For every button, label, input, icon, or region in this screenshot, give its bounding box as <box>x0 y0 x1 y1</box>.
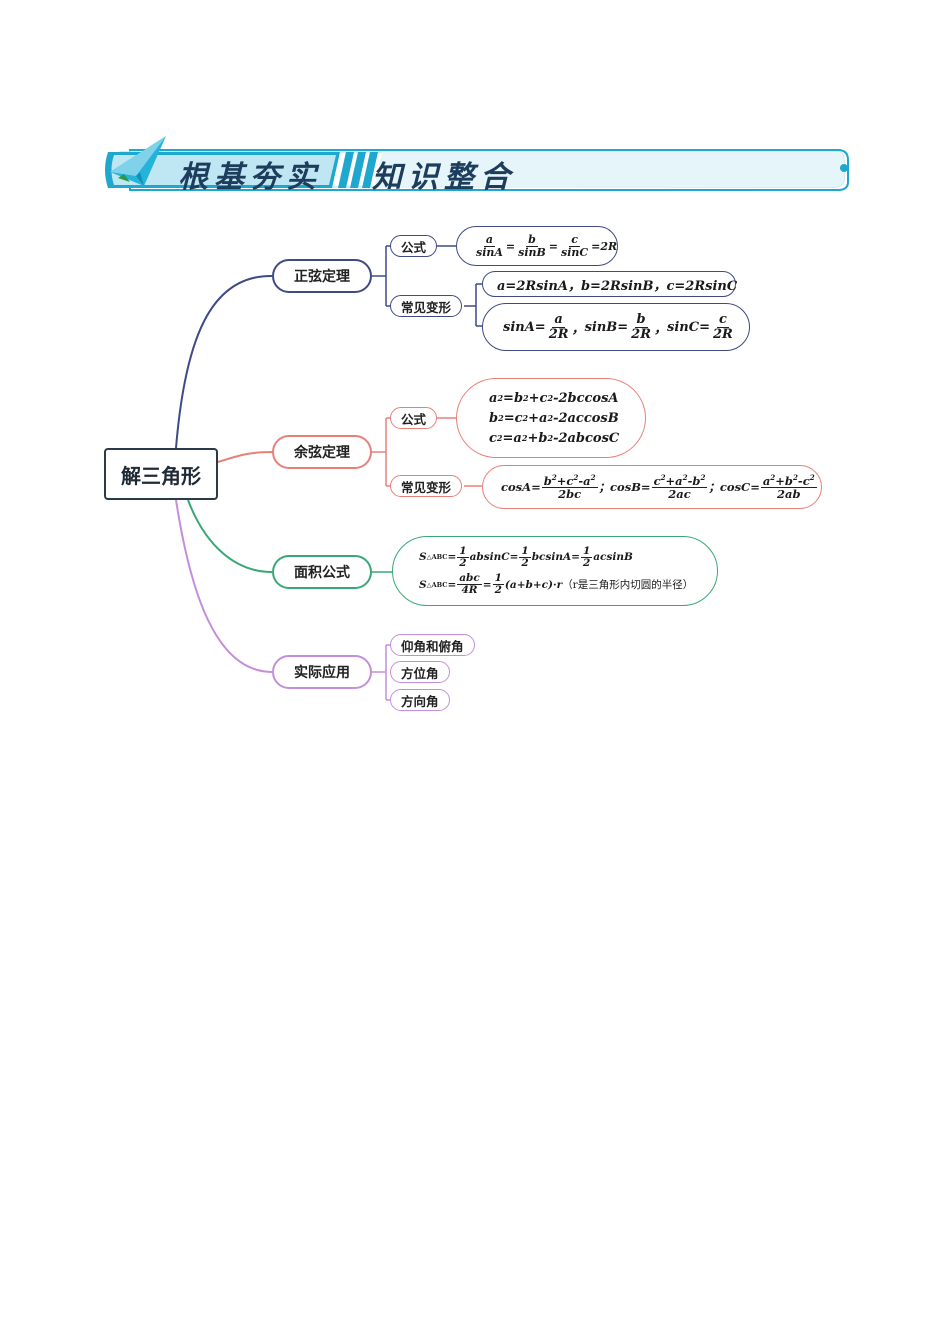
sine-v2-l1: sinA= <box>503 319 546 335</box>
apply-item-elevation-depression: 仰角和俯角 <box>390 634 475 656</box>
cosine-formula-tag: 公式 <box>390 407 438 429</box>
branch-sine-theorem: 正弦定理 <box>272 259 372 293</box>
branch-cosine-theorem: 余弦定理 <box>272 435 372 469</box>
sine-formula-tag: 公式 <box>390 235 438 257</box>
sine-v2-sep2: ， <box>654 321 668 337</box>
sine-v2-n1: a <box>552 311 565 328</box>
sine-variant1-box: a=2RsinA，b=2RsinB，c=2RsinC <box>482 271 738 297</box>
cosine-variant-tag: 常见变形 <box>390 475 463 497</box>
apply-item-direction-angle: 方向角 <box>390 689 450 711</box>
sine-v2-l3: sinC= <box>667 319 710 335</box>
sine-v2-n3: c <box>716 311 729 328</box>
sine-v2-d2: 2R <box>631 326 652 342</box>
branch-practical-application: 实际应用 <box>272 655 372 689</box>
root-node: 解三角形 <box>104 448 218 500</box>
sine-rhs: =2R <box>591 239 618 253</box>
sine-num-c: c <box>569 232 580 247</box>
sine-v2-d3: 2R <box>713 326 733 342</box>
sine-den-sinA: sinA <box>476 245 503 259</box>
branch-area-formula: 面积公式 <box>272 555 372 589</box>
banner-right-title: 知识整合 <box>372 160 516 195</box>
apply-item-bearing-angle: 方位角 <box>390 661 450 683</box>
sine-variant-tag: 常见变形 <box>390 295 463 317</box>
sine-num-a: a <box>483 232 496 247</box>
banner-end-dot-icon <box>840 164 848 172</box>
sine-num-b: b <box>526 232 538 247</box>
banner-ribbon <box>105 136 849 191</box>
sine-eq1: = <box>505 239 516 253</box>
sine-v2-n2: b <box>634 311 648 328</box>
mindmap-connectors <box>175 245 482 701</box>
banner-left-title: 根基夯实 <box>178 160 322 195</box>
sine-v2-l2: sinB= <box>584 319 629 335</box>
sine-den-sinC: sinC <box>561 245 589 259</box>
area-note: （r是三角形内切圆的半径） <box>562 579 694 592</box>
sine-variant1-text: a=2RsinA，b=2RsinB，c=2RsinC <box>497 278 738 294</box>
sine-v2-sep1: ， <box>571 321 585 337</box>
sine-den-sinB: sinB <box>518 245 546 259</box>
paper-plane-icon <box>110 136 166 186</box>
sine-eq2: = <box>548 239 559 253</box>
sine-v2-d1: 2R <box>548 326 569 342</box>
header-banner: 根基夯实 知识整合 <box>100 132 850 198</box>
